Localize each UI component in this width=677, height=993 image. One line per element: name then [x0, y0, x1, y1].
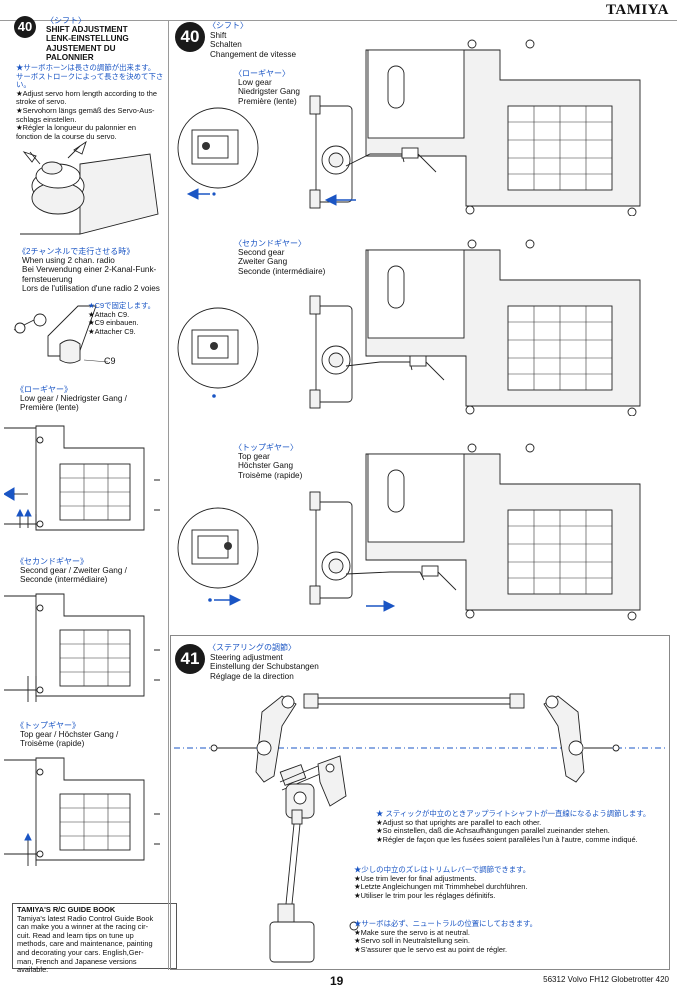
brand-logo: TAMIYA [605, 2, 669, 18]
gearbox-shift-low [309, 39, 641, 216]
guide-text: Tamiya's latest Radio Control Guide Book… [17, 913, 154, 975]
step40-top-label: Top gear Höchster Gang Troisème (rapide) [238, 452, 303, 480]
page-number: 19 [330, 974, 344, 988]
step40-low-label: Low gear Niedrigster Gang Première (lent… [238, 78, 300, 106]
step41-note-neutral: ★サーボは必ず、ニュートラルの位置にしておきます。 ★Make sure the… [354, 919, 538, 954]
step40-badge: 40 [175, 22, 205, 52]
guide-title: TAMIYA'S R/C GUIDE BOOK [17, 905, 116, 914]
guide-book-box: TAMIYA'S R/C GUIDE BOOK Tamiya's latest … [12, 903, 177, 974]
footer-model: 56312 Volvo FH12 Globetrotter 420 [543, 975, 669, 984]
step40-second-jp: 〈セカンドギヤー〉 [234, 239, 306, 248]
left-step-title: SHIFT ADJUSTMENT LENK-EINSTELLUNG AJUSTE… [46, 25, 129, 63]
twoch-text: When using 2 chan. radio Bei Verwendung … [22, 256, 160, 294]
steering-linkage-illustration [174, 693, 666, 963]
step40-second-label: Second gear Zweiter Gang Seconde (interm… [238, 248, 326, 276]
left-low-label: Low gear / Niedrigster Gang / Première (… [20, 394, 127, 413]
step41-note-trim: ★少しの中立のズレはトリムレバーで調節できます。 ★Use trim lever… [354, 865, 531, 900]
servo-closeup-low [177, 107, 259, 200]
servo-horn-illustration [20, 140, 159, 235]
step41-badge: 41 [175, 644, 205, 674]
left-gearbox-low [4, 425, 160, 531]
gearbox-shift-second [309, 239, 641, 416]
step40-title-jp: 〈シフト〉 [208, 21, 248, 30]
c9-attach-illustration [13, 305, 109, 364]
step40-low-jp: 〈ローギヤー〉 [234, 69, 290, 78]
part-label-c9: C9 [104, 356, 116, 366]
left-second-jp: 《セカンドギヤー》 [16, 557, 88, 566]
twoch-jp: 《2チャンネルで走行させる時》 [18, 247, 135, 256]
gearbox-shift-top [309, 443, 641, 621]
left-step-badge: 40 [14, 16, 36, 38]
left-gearbox-second [4, 593, 160, 702]
column-divider [168, 20, 169, 970]
left-servo-notes: ★サーボホーンは長さの調節が出来ます。 サーボストロークによって長さを決めて下さ… [16, 63, 164, 141]
step41-panel [170, 635, 670, 970]
servo-closeup-second [177, 307, 259, 398]
left-low-jp: 《ローギヤー》 [16, 385, 72, 394]
left-step-title-jp: 〈シフト〉 [46, 16, 86, 25]
step40-top-jp: 〈トップギヤー〉 [234, 443, 298, 452]
step41-title-jp: 〈ステアリングの調節〉 [208, 643, 296, 652]
left-second-label: Second gear / Zweiter Gang / Seconde (in… [20, 566, 127, 585]
step41-note-align: ★ スティックが中立のときアップライトシャフトが一直線になるよう調節します。 ★… [376, 809, 651, 844]
servo-closeup-top [177, 507, 259, 606]
left-gearbox-top [4, 757, 160, 866]
step40-title: Shift Schalten Changement de vitesse [210, 31, 297, 59]
c9-attach-notes: ★C9で固定します。 ★Attach C9. ★C9 einbauen. ★At… [88, 301, 156, 336]
left-top-jp: 《トップギヤー》 [16, 721, 80, 730]
step41-title: Steering adjustment Einstellung der Schu… [210, 653, 319, 681]
header-rule [0, 20, 677, 21]
left-top-label: Top gear / Höchster Gang / Troisème (rap… [20, 730, 119, 749]
